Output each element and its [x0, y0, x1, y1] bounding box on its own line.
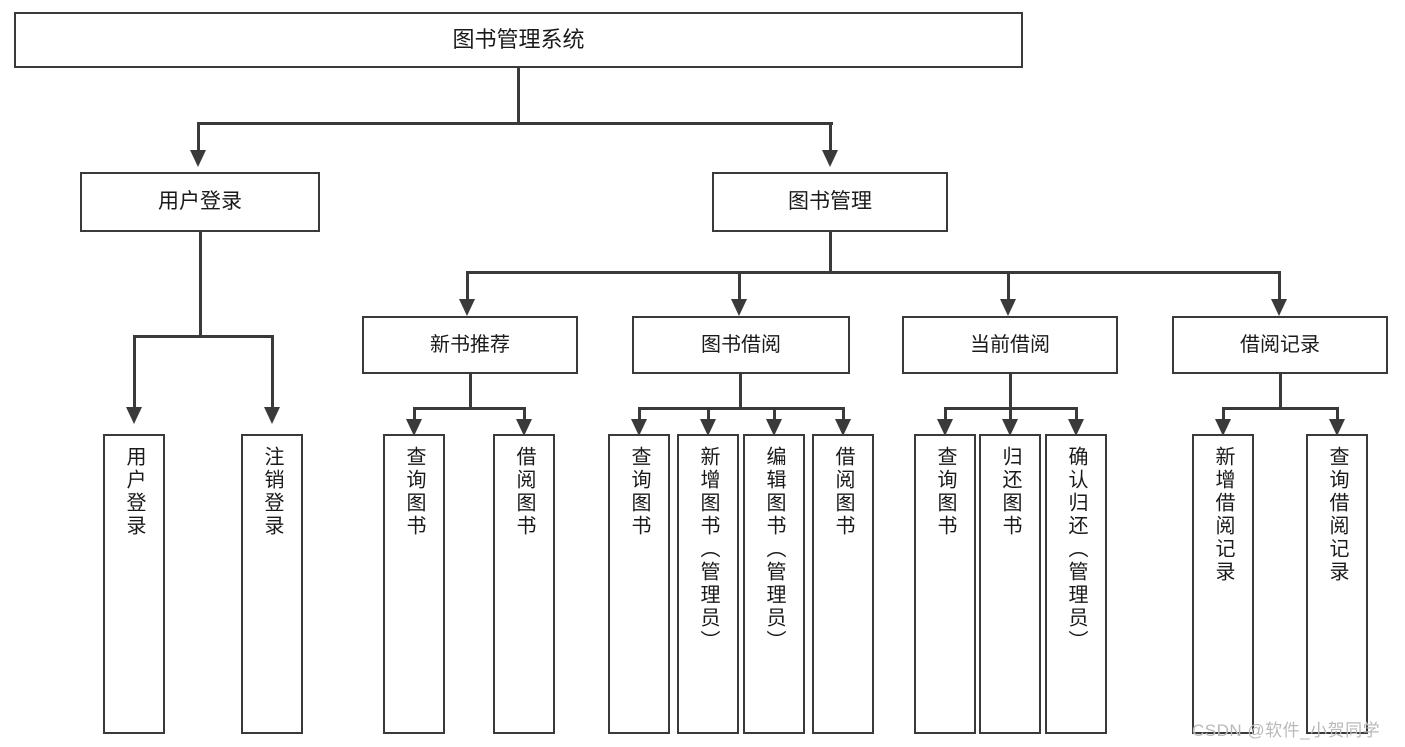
node-user-login[interactable]: 用户登录 [80, 172, 320, 232]
connector-stem-book-borrow [739, 374, 742, 409]
node-book-borrow[interactable]: 图书借阅 [632, 316, 850, 374]
arrow-new-book [459, 299, 475, 316]
connector-drop-query-record [1336, 407, 1339, 421]
leaf-user-login[interactable]: 用户登录 [103, 434, 165, 734]
node-new-book-recommend[interactable]: 新书推荐 [362, 316, 578, 374]
leaf-label: 查询图书 [628, 446, 650, 538]
connector-bus-new-book [413, 407, 525, 410]
connector-drop-user-login [197, 122, 200, 152]
connector-drop-borrow-record [1278, 271, 1281, 301]
arrow-confirm-return [1068, 419, 1084, 436]
leaf-user-logout[interactable]: 注销登录 [241, 434, 303, 734]
leaf-label: 归还图书 [999, 446, 1021, 538]
node-label: 图书管理系统 [452, 27, 585, 53]
leaf-add-record[interactable]: 新增借阅记录 [1192, 434, 1254, 734]
leaf-return-book[interactable]: 归还图书 [979, 434, 1041, 734]
arrow-leaf-user-logout [264, 407, 280, 424]
connector-drop-new-book [466, 271, 469, 301]
leaf-label: 注销登录 [261, 446, 283, 538]
node-label: 借阅记录 [1240, 333, 1320, 356]
leaf-label: 确认归还（管理员） [1065, 446, 1087, 653]
leaf-label: 借阅图书 [513, 446, 535, 538]
arrow-add-book [700, 419, 716, 436]
arrow-borrow-record [1271, 299, 1287, 316]
leaf-label: 新增借阅记录 [1212, 446, 1234, 584]
node-root-book-management-system[interactable]: 图书管理系统 [14, 12, 1023, 68]
leaf-query-book-3[interactable]: 查询图书 [914, 434, 976, 734]
arrow-edit-book [766, 419, 782, 436]
node-borrow-record[interactable]: 借阅记录 [1172, 316, 1388, 374]
leaf-label: 编辑图书（管理员） [763, 446, 785, 653]
leaf-add-book[interactable]: 新增图书（管理员） [677, 434, 739, 734]
connector-stem-book-manage [829, 232, 832, 273]
node-label: 图书管理 [788, 189, 872, 213]
node-label: 用户登录 [158, 189, 242, 213]
arrow-user-login [190, 150, 206, 167]
arrow-query-book-1 [406, 419, 422, 436]
connector-drop-book-manage [829, 122, 832, 152]
leaf-query-record[interactable]: 查询借阅记录 [1306, 434, 1368, 734]
leaf-borrow-book-1[interactable]: 借阅图书 [493, 434, 555, 734]
connector-bus-book-borrow [638, 407, 844, 410]
arrow-leaf-user-login [126, 407, 142, 424]
node-book-management[interactable]: 图书管理 [712, 172, 948, 232]
connector-stem-current-borrow [1009, 374, 1012, 409]
connector-stem-borrow-record [1279, 374, 1282, 409]
connector-root-stem [517, 68, 520, 123]
connector-bus-user-login [133, 335, 273, 338]
connector-drop-query-book-3 [944, 407, 947, 421]
arrow-query-book-3 [937, 419, 953, 436]
connector-stem-user-login [199, 232, 202, 337]
connector-drop-return-book [1009, 407, 1012, 421]
connector-stem-new-book [469, 374, 472, 409]
connector-drop-query-book-2 [638, 407, 641, 421]
leaf-label: 查询图书 [403, 446, 425, 538]
leaf-query-book-1[interactable]: 查询图书 [383, 434, 445, 734]
arrow-book-borrow [731, 299, 747, 316]
arrow-current-borrow [1000, 299, 1016, 316]
connector-drop-current-borrow [1007, 271, 1010, 301]
arrow-query-record [1329, 419, 1345, 436]
connector-bus-borrow-record [1222, 407, 1338, 410]
node-label: 当前借阅 [970, 333, 1050, 356]
connector-bus-level3 [466, 271, 1280, 274]
leaf-edit-book[interactable]: 编辑图书（管理员） [743, 434, 805, 734]
leaf-label: 新增图书（管理员） [697, 446, 719, 653]
watermark-label: CSDN @软件_小贺同学 [1192, 721, 1381, 740]
arrow-book-manage [822, 150, 838, 167]
connector-drop-borrow-book-2 [842, 407, 845, 421]
leaf-query-book-2[interactable]: 查询图书 [608, 434, 670, 734]
node-label: 图书借阅 [701, 333, 781, 356]
connector-drop-borrow-book-1 [523, 407, 526, 421]
connector-drop-leaf-user-logout [271, 335, 274, 409]
leaf-label: 用户登录 [123, 446, 145, 538]
arrow-borrow-book-1 [516, 419, 532, 436]
connector-drop-query-book-1 [413, 407, 416, 421]
leaf-borrow-book-2[interactable]: 借阅图书 [812, 434, 874, 734]
connector-bus-level1 [197, 122, 833, 125]
connector-drop-edit-book [773, 407, 776, 421]
leaf-label: 借阅图书 [832, 446, 854, 538]
node-current-borrow[interactable]: 当前借阅 [902, 316, 1118, 374]
connector-drop-book-borrow [738, 271, 741, 301]
connector-drop-leaf-user-login [133, 335, 136, 409]
arrow-borrow-book-2 [835, 419, 851, 436]
leaf-confirm-return[interactable]: 确认归还（管理员） [1045, 434, 1107, 734]
arrow-return-book [1002, 419, 1018, 436]
arrow-query-book-2 [631, 419, 647, 436]
arrow-add-record [1215, 419, 1231, 436]
connector-drop-confirm-return [1075, 407, 1078, 421]
leaf-label: 查询图书 [934, 446, 956, 538]
node-label: 新书推荐 [430, 333, 510, 356]
connector-drop-add-book [707, 407, 710, 421]
leaf-label: 查询借阅记录 [1326, 446, 1348, 584]
connector-drop-add-record [1222, 407, 1225, 421]
